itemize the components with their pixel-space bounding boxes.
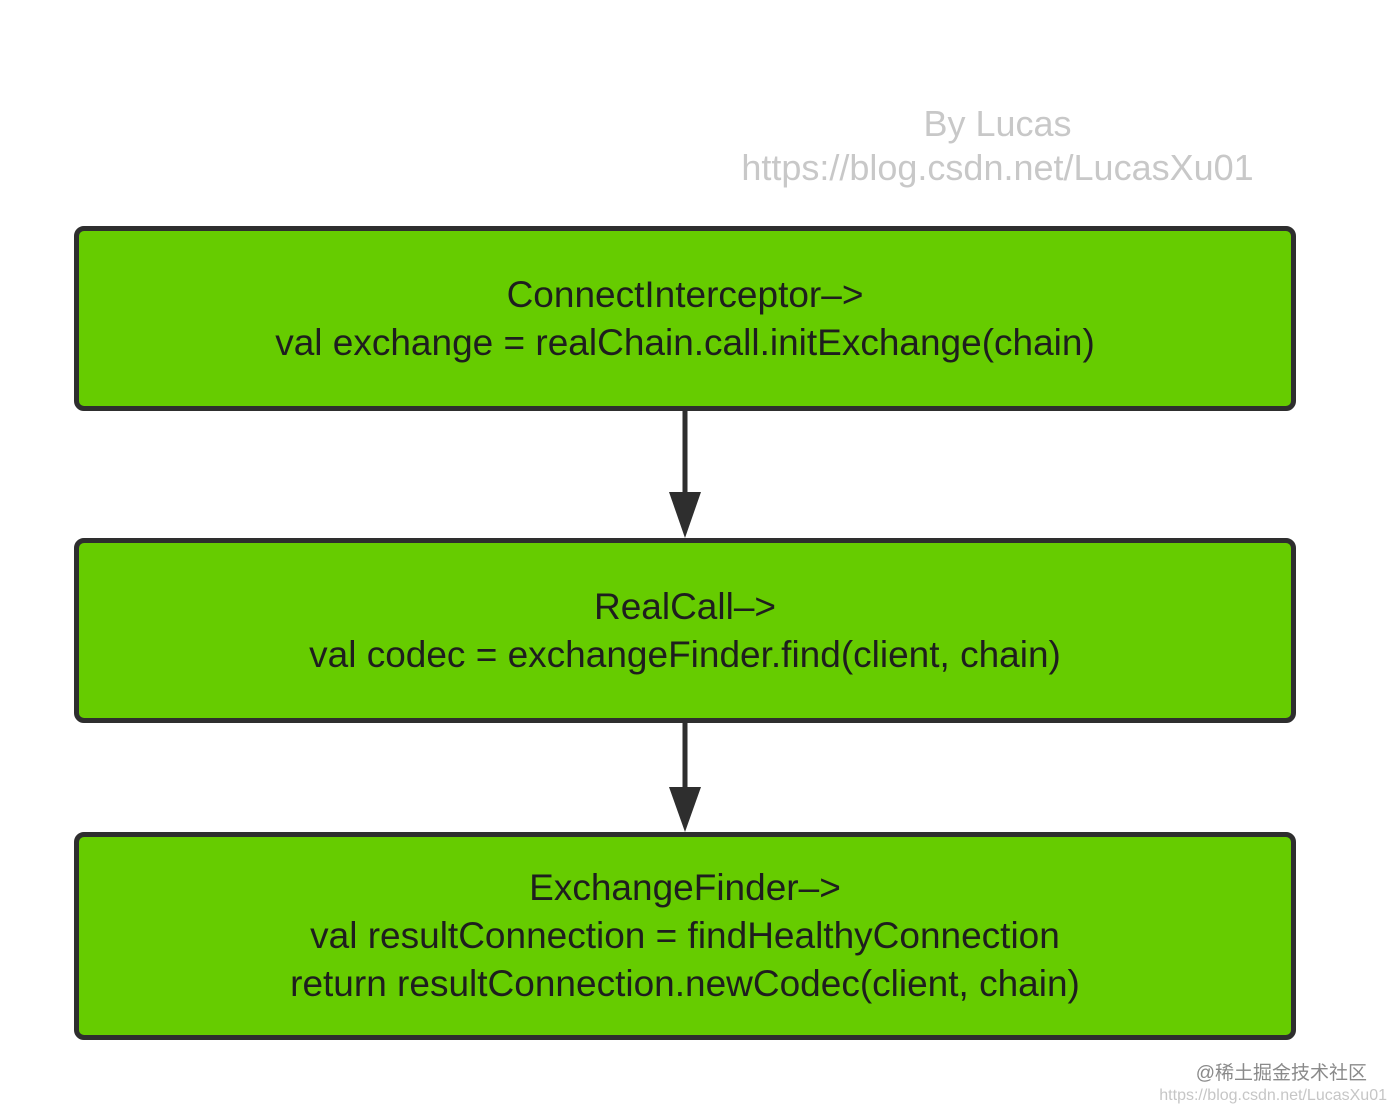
arrow-head-icon [669,492,701,538]
node-code-line: val codec = exchangeFinder.find(client, … [309,633,1061,675]
node-title: ExchangeFinder–> [529,867,841,908]
node-connect-interceptor: ConnectInterceptor–> val exchange = real… [74,226,1296,411]
node-exchange-finder: ExchangeFinder–> val resultConnection = … [74,832,1296,1040]
edge-realcall-to-exchangefinder [669,723,701,832]
node-code-line: val exchange = realChain.call.initExchan… [275,321,1095,363]
node-code-line: val resultConnection = findHealthyConnec… [310,915,1060,956]
author-url: https://blog.csdn.net/LucasXu01 [741,147,1254,188]
author-label: By Lucas [923,103,1072,144]
arrow-head-icon [669,787,701,832]
watermark-juejin: @稀土掘金技术社区 [1195,1063,1367,1084]
node-title: RealCall–> [593,585,777,627]
node-real-call: RealCall–> val codec = exchangeFinder.fi… [74,538,1296,723]
edge-connect-to-realcall [669,411,701,538]
watermark-url: https://blog.csdn.net/LucasXu01 [1159,1087,1387,1104]
node-title: ConnectInterceptor–> [506,273,864,315]
node-code-line: return resultConnection.newCodec(client,… [290,963,1080,1004]
